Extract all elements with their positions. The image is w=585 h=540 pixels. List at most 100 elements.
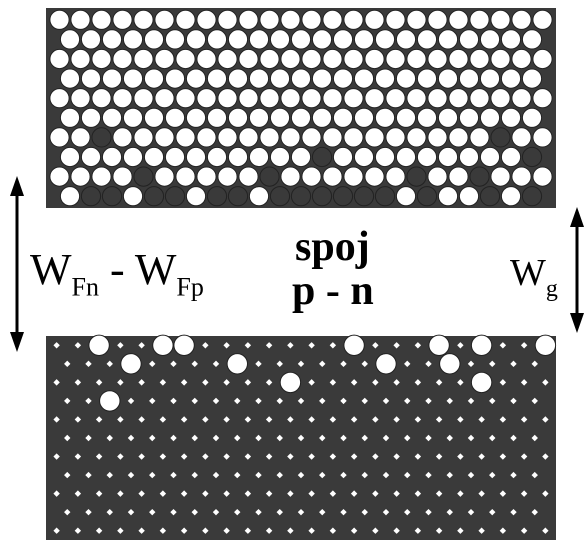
electron-atom — [322, 88, 343, 109]
electron-atom — [122, 107, 144, 128]
electron-atom — [112, 88, 133, 109]
lattice-point — [531, 471, 538, 479]
electron-atom — [91, 48, 112, 70]
ionized-atom — [332, 186, 354, 207]
electron-atom — [332, 146, 354, 168]
lattice-point — [340, 471, 347, 479]
electron-atom — [521, 107, 543, 128]
n-region-band — [46, 8, 556, 208]
lattice-point — [435, 416, 443, 423]
electron-atom — [343, 88, 364, 109]
lattice-point — [74, 379, 82, 386]
lattice-point — [531, 397, 538, 405]
electron-atom — [332, 29, 354, 50]
electron-atom — [280, 127, 301, 148]
electron-atom — [196, 48, 217, 70]
electron-atom — [364, 127, 385, 148]
electron-atom — [112, 166, 133, 187]
lattice-point — [212, 508, 220, 516]
lattice-point — [276, 471, 283, 479]
lattice-point — [510, 434, 517, 442]
lattice-point — [489, 508, 496, 516]
lattice-point — [329, 490, 337, 497]
lattice-point — [467, 397, 475, 405]
lattice-point — [297, 434, 305, 442]
lattice-point — [244, 453, 252, 460]
lattice-point — [159, 453, 167, 460]
electron-atom — [154, 166, 175, 187]
electron-atom — [458, 29, 480, 50]
electron-atom — [343, 127, 364, 148]
lattice-point — [223, 490, 230, 497]
lattice-point — [95, 379, 103, 386]
electron-atom — [238, 9, 259, 30]
electron-atom — [448, 127, 469, 148]
lattice-point — [329, 453, 337, 460]
electron-atom — [143, 107, 165, 128]
electron-atom — [185, 146, 207, 168]
electron-atom — [175, 127, 196, 148]
electron-atom — [217, 88, 238, 109]
electron-atom — [301, 9, 322, 30]
electron-atom — [343, 48, 364, 70]
lattice-point — [74, 416, 82, 423]
w-symbol-1: W — [30, 245, 72, 294]
ionized-atom — [143, 186, 165, 207]
electron-atom — [448, 88, 469, 109]
electron-atom — [290, 146, 312, 168]
electron-atom — [112, 9, 133, 30]
hole-atom — [470, 334, 493, 356]
lattice-point — [276, 434, 283, 442]
electron-atom — [91, 88, 112, 109]
lattice-point — [53, 416, 60, 423]
lattice-point — [542, 490, 549, 497]
lattice-point — [106, 471, 113, 479]
lattice-point — [212, 434, 220, 442]
lattice-point — [489, 471, 496, 479]
lattice-point — [212, 360, 220, 368]
electron-atom — [143, 29, 165, 50]
lattice-point — [499, 490, 507, 497]
lattice-point — [319, 360, 326, 368]
electron-atom — [301, 88, 322, 109]
electron-atom — [353, 68, 375, 89]
lattice-point — [95, 453, 103, 460]
electron-atom — [532, 127, 553, 148]
lattice-point — [404, 397, 411, 405]
electron-atom — [217, 9, 238, 30]
lattice-point — [414, 527, 422, 534]
electron-atom — [59, 29, 81, 50]
lattice-point — [244, 490, 252, 497]
lattice-point — [117, 527, 124, 534]
electron-atom — [70, 48, 91, 70]
lattice-point — [382, 434, 390, 442]
lattice-point — [85, 508, 92, 516]
lattice-point — [223, 527, 230, 534]
lattice-point — [159, 379, 167, 386]
lattice-point — [106, 434, 113, 442]
electron-atom — [49, 48, 70, 70]
lattice-point — [425, 360, 432, 368]
lattice-point — [117, 416, 124, 423]
electron-atom — [500, 146, 522, 168]
electron-atom — [437, 29, 459, 50]
electron-atom — [248, 186, 270, 207]
minus-w-symbol: - W — [99, 245, 177, 294]
ionized-atom — [269, 186, 291, 207]
lattice-point — [542, 379, 549, 386]
electron-atom — [385, 48, 406, 70]
lattice-point — [234, 397, 241, 405]
lattice-point — [149, 360, 156, 368]
lattice-point — [64, 397, 71, 405]
electron-atom — [280, 166, 301, 187]
lattice-point — [170, 508, 177, 516]
electron-atom — [217, 127, 238, 148]
fermi-level-difference-label: WFn - WFp — [30, 248, 204, 301]
lattice-point — [489, 397, 496, 405]
electron-atom — [500, 68, 522, 89]
lattice-point — [180, 379, 188, 386]
electron-atom — [374, 107, 396, 128]
lattice-point — [520, 490, 528, 497]
electron-atom — [112, 48, 133, 70]
lattice-point — [510, 397, 517, 405]
